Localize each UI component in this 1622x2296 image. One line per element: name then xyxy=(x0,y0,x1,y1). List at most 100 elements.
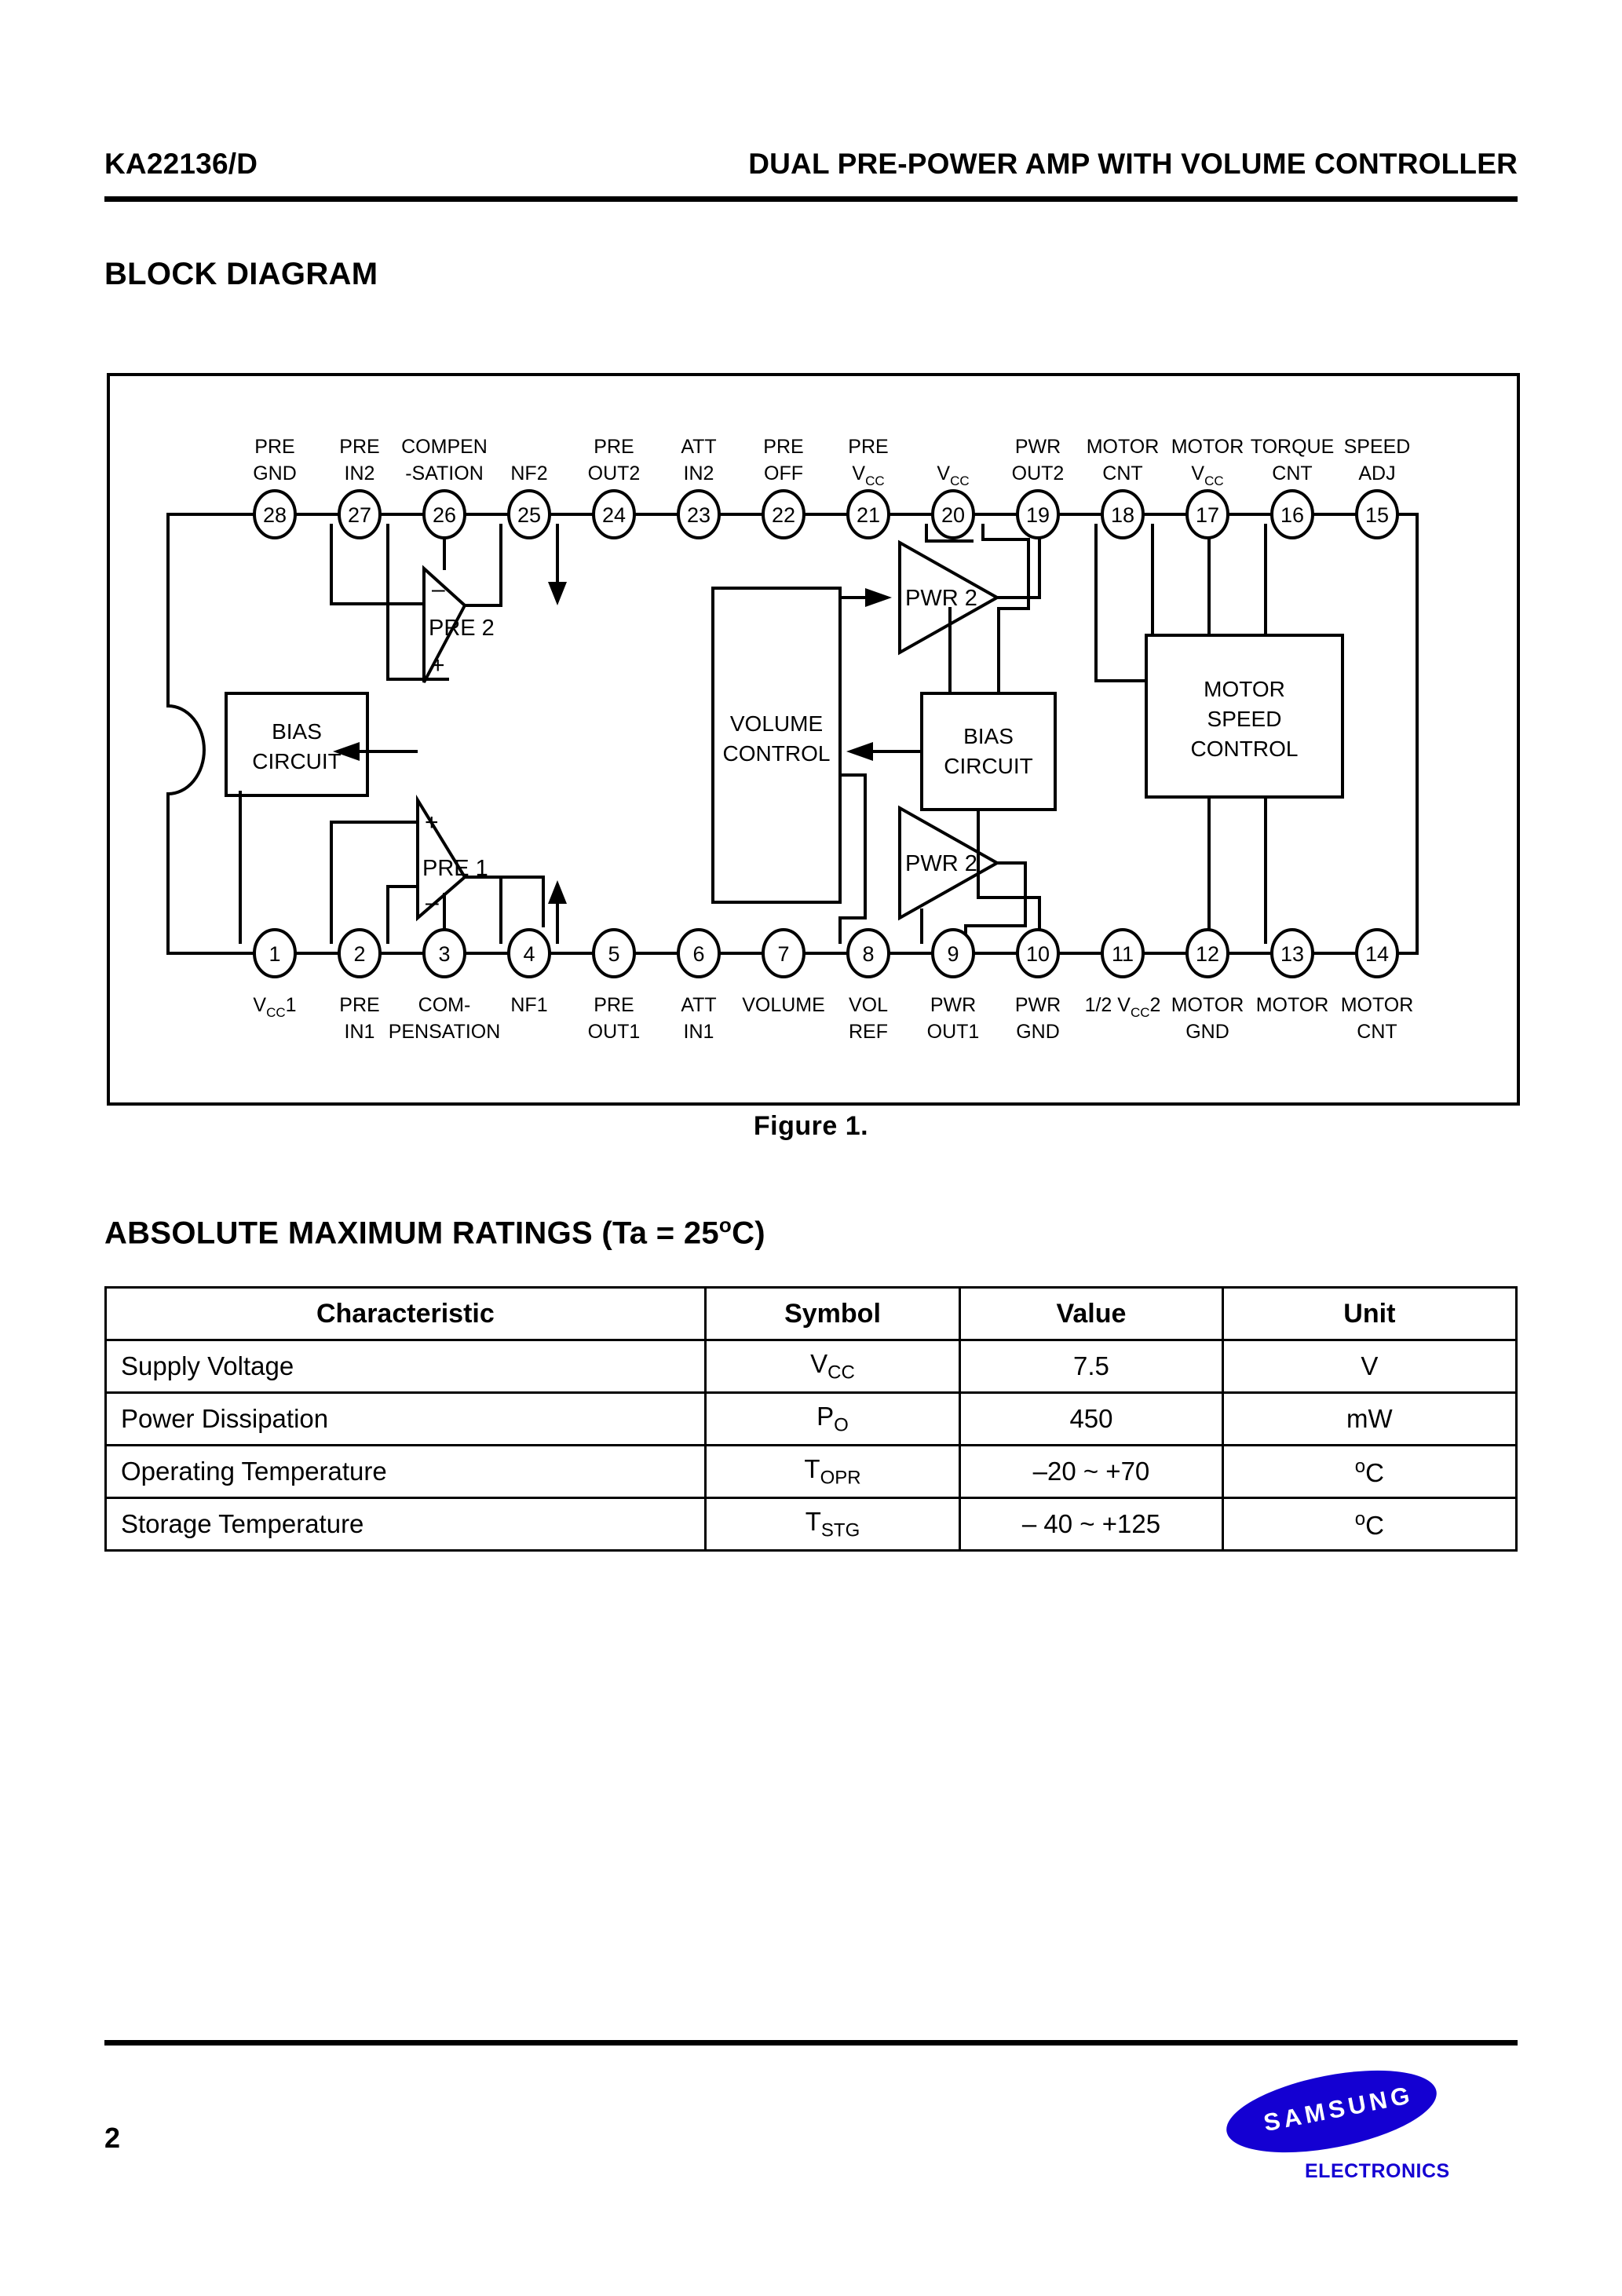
amp-pre1 xyxy=(416,794,467,922)
samsung-electronics-text: ELECTRONICS xyxy=(1305,2160,1450,2182)
bias-left-label-2: CIRCUIT xyxy=(252,749,342,773)
pin-label-7: VOLUME xyxy=(742,994,825,1016)
wire-pin2-pre1-plus xyxy=(330,821,419,944)
wire-pwrtop-pin19 xyxy=(995,524,1041,599)
pin-label-15: ADJ xyxy=(1358,462,1395,484)
pin-label-11: 1/2 VCC2 xyxy=(1085,994,1161,1020)
col-header-characteristic: Characteristic xyxy=(104,1286,707,1341)
pin-label-22: OFF xyxy=(764,462,803,484)
wire-pin18-motorspeed xyxy=(1094,524,1148,682)
wire-volume-pin7 xyxy=(838,773,867,944)
amp-pwr-bottom-label: PWR 2 xyxy=(905,851,977,876)
cell-value: – 40 ~ +125 xyxy=(959,1497,1224,1552)
cell-value: 7.5 xyxy=(959,1339,1224,1394)
amp-pre2-sign-bottom: + xyxy=(431,653,445,678)
cell-characteristic: Storage Temperature xyxy=(104,1497,707,1552)
cell-unit: V xyxy=(1221,1339,1518,1394)
pin-number-13: 13 xyxy=(1280,942,1304,966)
absolute-maximum-ratings-table: Characteristic Symbol Value Unit Supply … xyxy=(104,1286,1518,1552)
pin-number-17: 17 xyxy=(1196,503,1219,527)
pin-label-3: COM- xyxy=(418,994,471,1016)
pin-label-28: GND xyxy=(253,462,297,484)
pin-number-7: 7 xyxy=(777,942,789,966)
pin-number-3: 3 xyxy=(438,942,450,966)
cell-characteristic: Power Dissipation xyxy=(104,1391,707,1446)
pin-circle-15 xyxy=(1355,489,1399,539)
pin-label-17: MOTOR xyxy=(1171,436,1244,458)
wire-pin5-pre1-out xyxy=(463,876,502,944)
pin-number-24: 24 xyxy=(602,503,626,527)
pin-label-23: ATT xyxy=(681,436,716,458)
pin-label-13: MOTOR xyxy=(1256,994,1329,1016)
wire-pin24-pre2-out xyxy=(463,524,502,607)
pin-number-8: 8 xyxy=(862,942,874,966)
pin-circle-18 xyxy=(1101,489,1145,539)
pin-label-26: -SATION xyxy=(405,462,484,484)
pin-label-21: VCC xyxy=(852,462,884,488)
pin-label-12: GND xyxy=(1185,1021,1229,1043)
cell-symbol: VCC xyxy=(703,1339,962,1394)
block-diagram-heading: BLOCK DIAGRAM xyxy=(104,257,378,291)
pin-circle-25 xyxy=(507,489,551,539)
pin-number-26: 26 xyxy=(433,503,456,527)
cell-symbol: PO xyxy=(703,1391,962,1446)
symbol-subscript: CC xyxy=(827,1362,855,1384)
pin-label-25: NF2 xyxy=(510,462,547,484)
table-header-row: Characteristic Symbol Value Unit xyxy=(104,1286,1518,1341)
ratings-heading: ABSOLUTE MAXIMUM RATINGS (Ta = 25oC) xyxy=(104,1213,765,1251)
volume-control-label-1: VOLUME xyxy=(730,711,823,736)
wire-pin3-pre1-minus xyxy=(386,885,419,944)
pin-label-9: PWR xyxy=(930,994,976,1016)
pin-number-4: 4 xyxy=(523,942,535,966)
pin-circle-9 xyxy=(931,928,975,978)
pin-label-24: PRE xyxy=(594,436,634,458)
pin-label-20: VCC xyxy=(937,462,969,488)
amp-pre1-sign-top: + xyxy=(425,810,439,835)
pin-label-1: VCC1 xyxy=(253,994,296,1020)
pin-number-11: 11 xyxy=(1112,942,1134,966)
pin-number-1: 1 xyxy=(269,942,280,966)
pin-number-14: 14 xyxy=(1365,942,1389,966)
amp-pre2-label: PRE 2 xyxy=(429,616,495,641)
pin-number-20: 20 xyxy=(941,503,965,527)
pin-number-16: 16 xyxy=(1280,503,1304,527)
pin-circle-28 xyxy=(253,489,297,539)
pin-circle-16 xyxy=(1270,489,1314,539)
block-bias-left xyxy=(225,692,369,797)
header-title: DUAL PRE-POWER AMP WITH VOLUME CONTROLLE… xyxy=(748,148,1518,180)
pin-circle-23 xyxy=(677,489,721,539)
arrow-pin6-volume xyxy=(548,880,567,904)
pin-label-19: PWR xyxy=(1015,436,1061,458)
pin-number-22: 22 xyxy=(772,503,795,527)
pin-number-2: 2 xyxy=(353,942,365,966)
col-header-symbol: Symbol xyxy=(703,1286,962,1341)
cell-unit: mW xyxy=(1221,1391,1518,1446)
pin-number-9: 9 xyxy=(947,942,959,966)
pin-number-21: 21 xyxy=(857,503,880,527)
pin-label-5: OUT1 xyxy=(588,1021,641,1043)
pin-label-18: CNT xyxy=(1102,462,1142,484)
pin-label-9: OUT1 xyxy=(927,1021,980,1043)
pin-label-8: REF xyxy=(849,1021,888,1043)
block-volume-control xyxy=(711,587,842,904)
pin-circle-17 xyxy=(1185,489,1229,539)
amp-pre1-label: PRE 1 xyxy=(422,856,488,881)
package-notch-arc xyxy=(166,704,206,796)
pin-circle-24 xyxy=(592,489,636,539)
bias-left-label-1: BIAS xyxy=(272,719,322,744)
arrow-biasleft xyxy=(333,742,360,761)
wire-pin27-pre2-minus xyxy=(330,524,426,605)
pin-label-12: MOTOR xyxy=(1171,994,1244,1016)
pin-label-27: PRE xyxy=(339,436,379,458)
col-header-unit: Unit xyxy=(1221,1286,1518,1341)
amp-pre2-sign-top: – xyxy=(432,576,445,602)
wire-pin21-pwrtop xyxy=(925,524,974,543)
pin-circle-12 xyxy=(1185,928,1229,978)
pin-circle-13 xyxy=(1270,928,1314,978)
bias-right-label-1: BIAS xyxy=(963,724,1014,748)
pin-label-4: NF1 xyxy=(510,994,547,1016)
